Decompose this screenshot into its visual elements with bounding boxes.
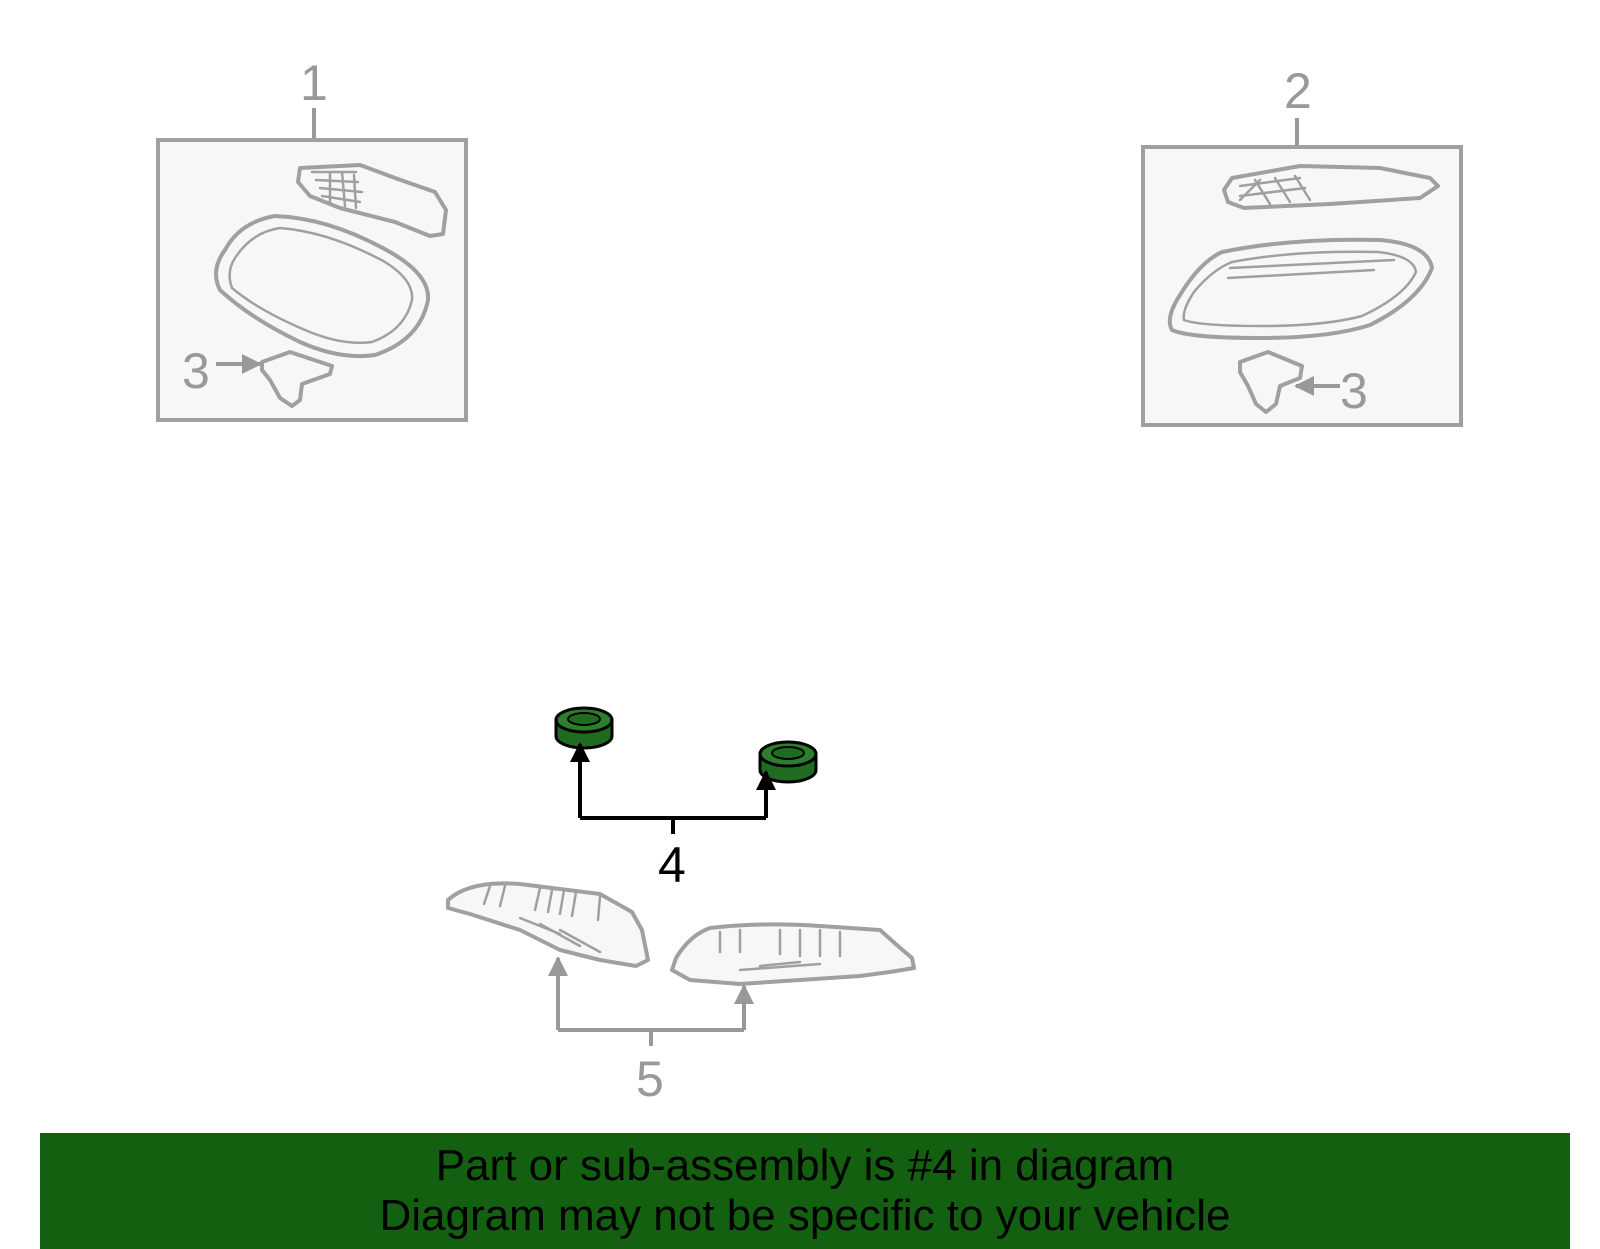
clip-3-left: [260, 350, 334, 408]
assembly-1-group: 1 3: [156, 55, 468, 422]
clip-3-right: [1238, 350, 1304, 414]
housing-inner-1: [228, 226, 414, 345]
callout-3-right[interactable]: 3: [1340, 363, 1368, 419]
lamp-5-right-details: [718, 928, 842, 972]
banner-background: [40, 1133, 1570, 1249]
grommet-left[interactable]: [554, 706, 614, 750]
callout-2[interactable]: 2: [1284, 63, 1312, 119]
lamp-5-left-details: [482, 884, 602, 954]
callout-3-left[interactable]: 3: [182, 343, 210, 399]
lamp-housing-1: [214, 214, 431, 359]
callout-4[interactable]: 4: [658, 837, 686, 893]
banner-line-1: Part or sub-assembly is #4 in diagram: [435, 1141, 1175, 1190]
lamp-lens-1: [296, 163, 448, 238]
lamp-lens-2: [1222, 164, 1440, 210]
leader-4-bracket: [580, 816, 766, 834]
callout-5[interactable]: 5: [636, 1051, 664, 1107]
lamp-5-left: [446, 881, 650, 968]
part-5-group: 5: [446, 881, 916, 1107]
lamp-5-right: [670, 922, 916, 986]
callout-1[interactable]: 1: [300, 55, 328, 111]
assembly-2-group: 2 3: [1141, 63, 1463, 427]
housing-inner-2: [1182, 250, 1418, 328]
part-4-group: 4: [554, 706, 818, 893]
lens-grid-1: [310, 170, 364, 210]
grommet-right[interactable]: [758, 740, 818, 784]
lens-grid-2: [1238, 174, 1312, 206]
leader-5-bracket: [558, 1028, 744, 1046]
banner-line-2: Diagram may not be specific to your vehi…: [379, 1191, 1231, 1240]
info-banner: Part or sub-assembly is #4 in diagram Di…: [40, 1133, 1570, 1249]
housing-lines-2: [1226, 258, 1396, 280]
